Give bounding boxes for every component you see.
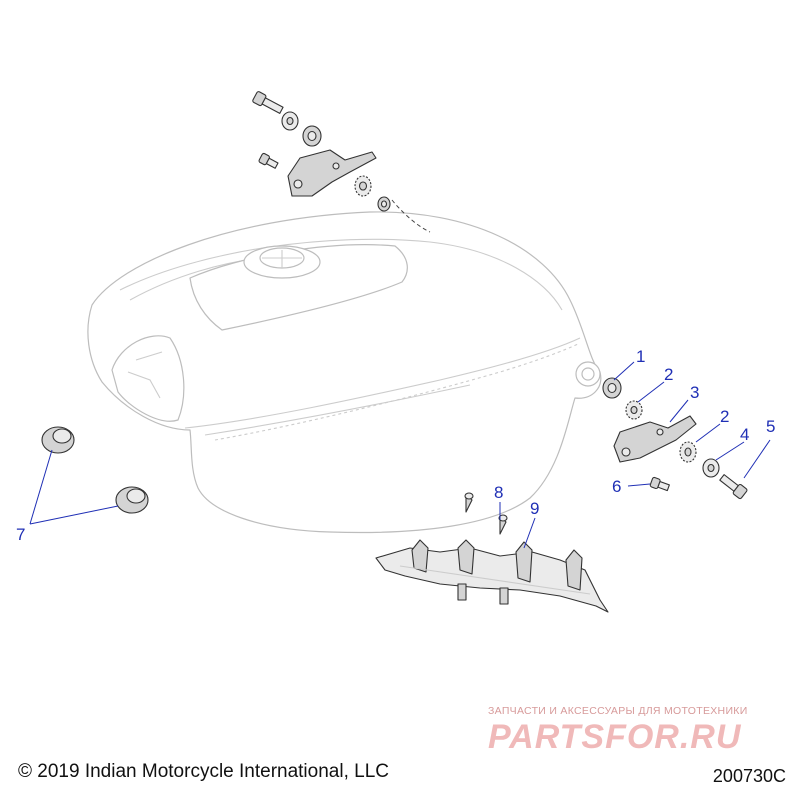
callout-8: 8 xyxy=(494,483,503,502)
part-3-bracket xyxy=(613,415,697,463)
callout-1: 1 xyxy=(636,347,645,366)
part-7-bumpers xyxy=(41,426,149,514)
part-6-bolt xyxy=(649,476,670,492)
part-5-bolt xyxy=(719,474,748,500)
part-8-push-pins xyxy=(464,492,508,535)
callout-2-rear: 2 xyxy=(720,407,729,426)
callout-2-front: 2 xyxy=(664,365,673,384)
leader-lines xyxy=(29,361,771,549)
copyright-notice: © 2019 Indian Motorcycle International, … xyxy=(18,761,389,782)
callout-4: 4 xyxy=(740,425,749,444)
part-9-heat-shield xyxy=(375,539,609,613)
callout-6: 6 xyxy=(612,477,621,496)
watermark-brand: PARTSFOR.RU xyxy=(488,718,742,756)
callout-numbers: 1 2 3 2 4 5 6 7 8 9 xyxy=(16,347,775,544)
figure-id: 200730C xyxy=(712,766,786,786)
callout-9: 9 xyxy=(530,499,539,518)
callout-5: 5 xyxy=(766,417,775,436)
rear-mount-assembly xyxy=(602,377,748,500)
front-mount-assembly xyxy=(252,91,431,233)
watermark-subtitle: ЗАПЧАСТИ И АКСЕССУАРЫ ДЛЯ МОТОТЕХНИКИ xyxy=(488,705,748,717)
callout-3: 3 xyxy=(690,383,699,402)
fuel-tank xyxy=(87,211,602,534)
callout-7: 7 xyxy=(16,525,25,544)
